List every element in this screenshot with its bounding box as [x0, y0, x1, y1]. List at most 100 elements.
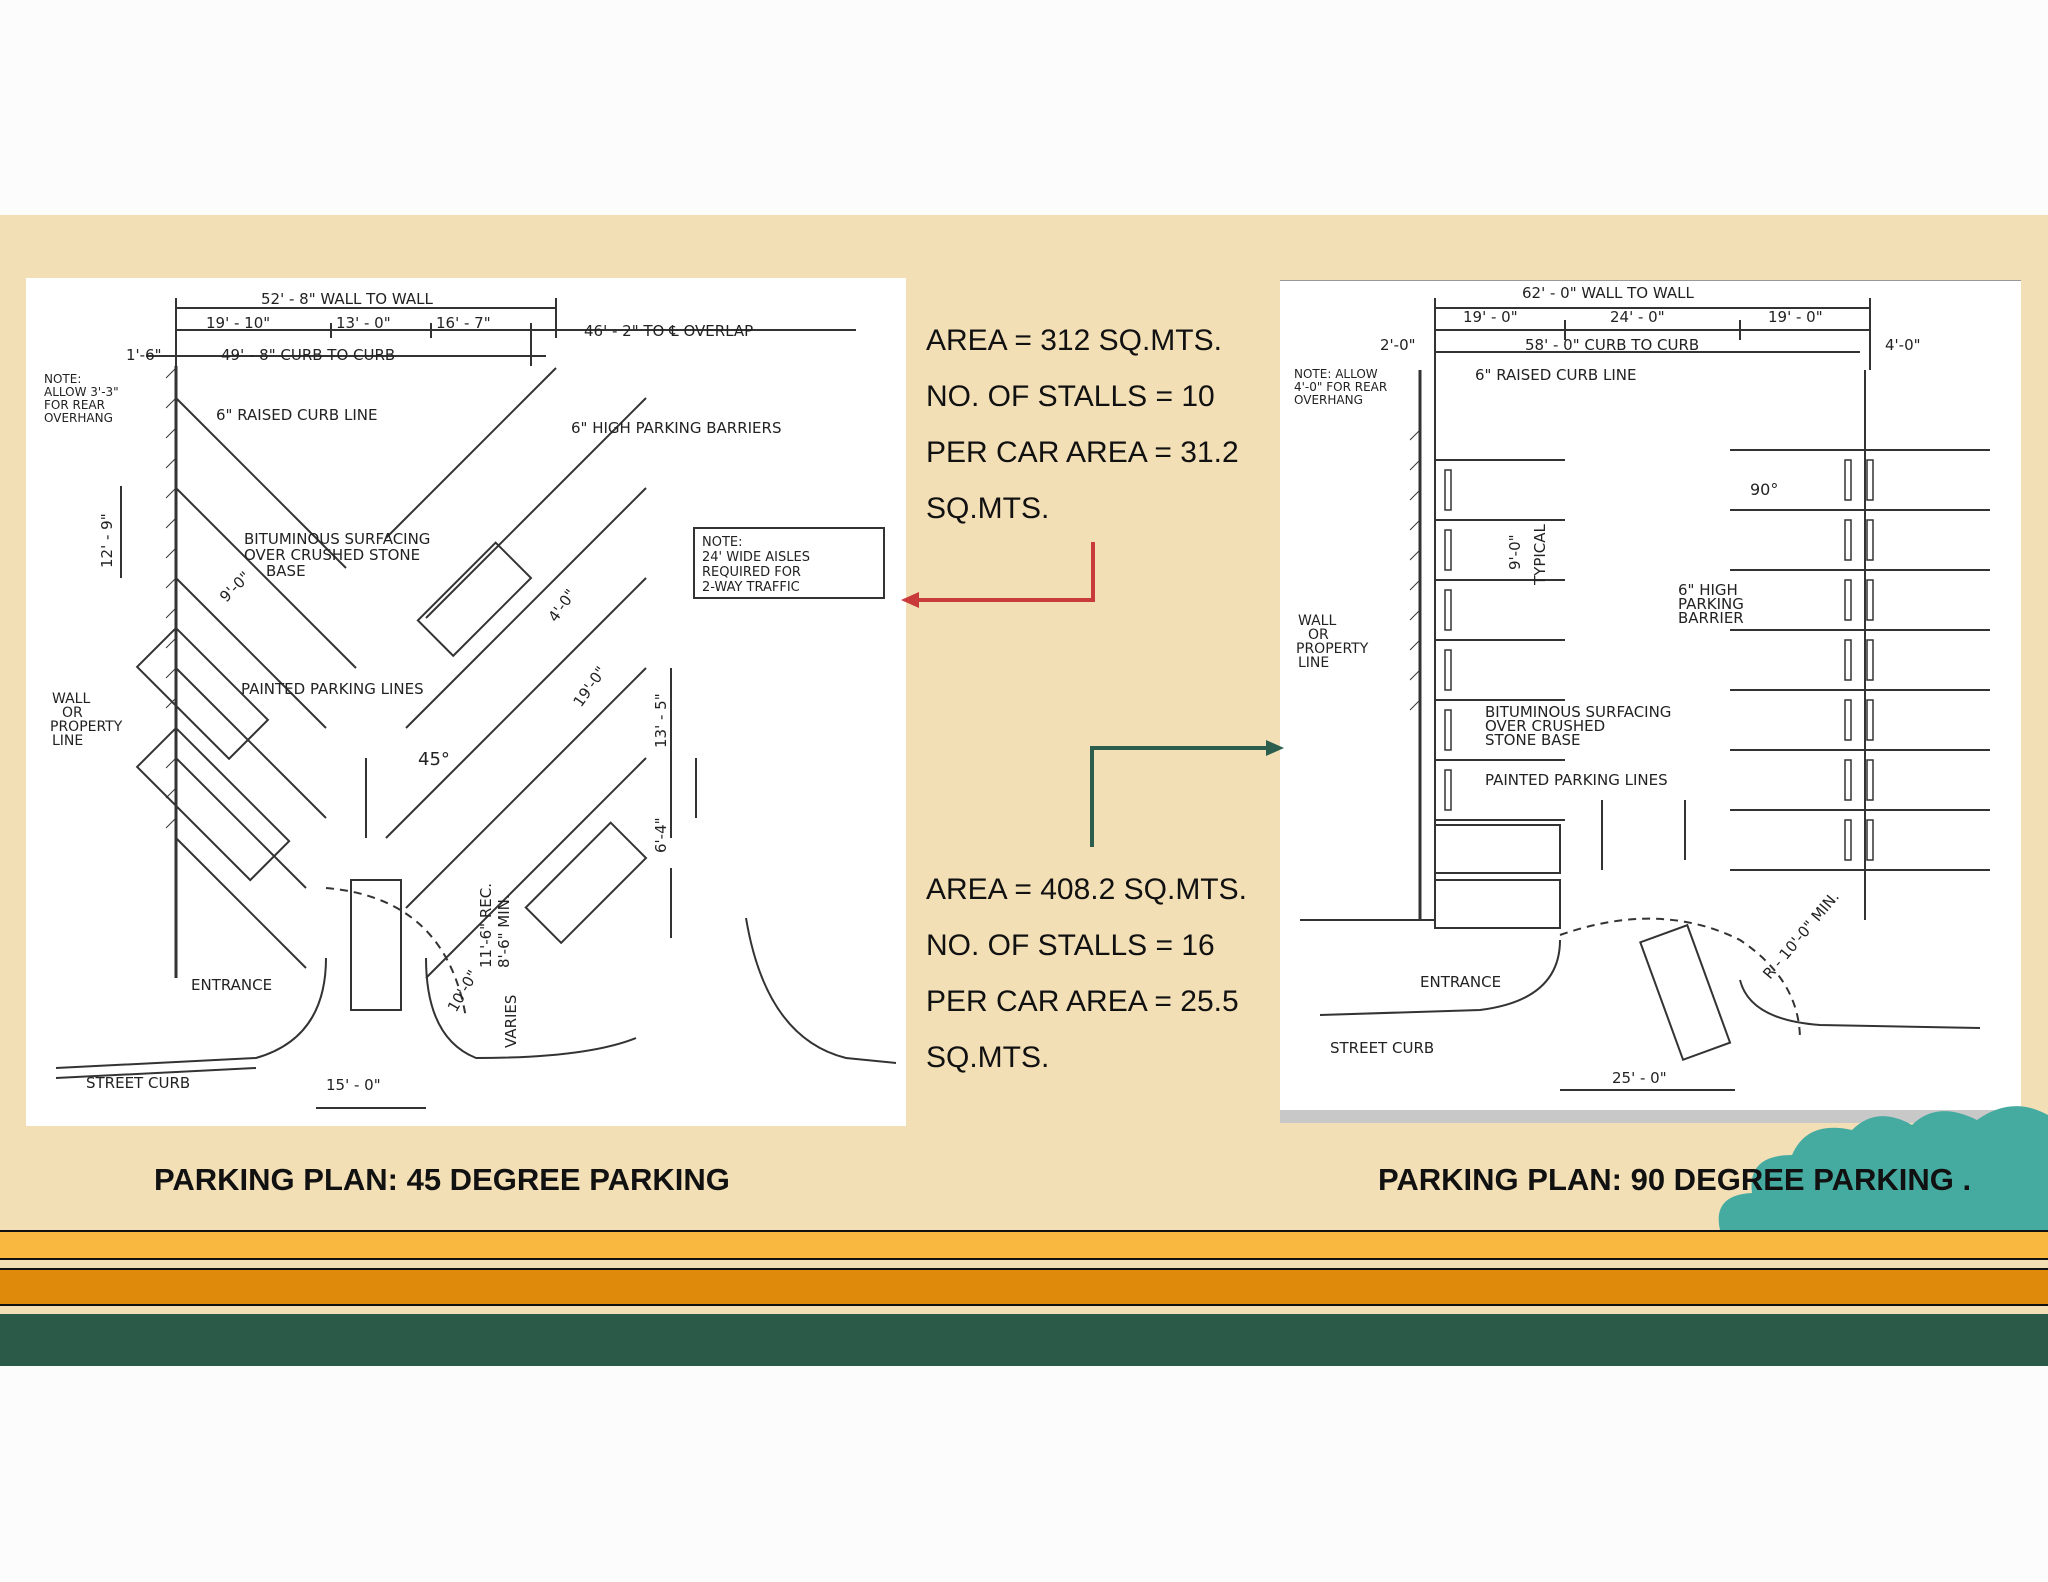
stat-stalls: NO. OF STALLS = 10: [926, 380, 1215, 413]
wall-property-line: PROPERTY: [50, 719, 123, 735]
wall-property-line: LINE: [1298, 655, 1329, 671]
right-stall-lines: [1730, 449, 1990, 871]
label-dim2: 13' - 0": [336, 314, 391, 332]
label-surfacing: BITUMINOUS SURFACING: [244, 530, 430, 548]
label-12-9: 12' - 9": [98, 513, 116, 568]
label-typical: TYPICAL: [1531, 523, 1549, 586]
stripe-orange: [0, 1270, 2048, 1304]
right-stall-lines: [385, 367, 647, 979]
label-radius: 10'-0": [444, 967, 482, 1015]
note-box-line: 24' WIDE AISLES: [702, 550, 810, 565]
stripe-yellow: [0, 1232, 2048, 1258]
stat-unit: SQ.MTS.: [926, 492, 1050, 525]
wheel-stops: [1444, 459, 1874, 861]
label-13-5: 13' - 5": [652, 693, 670, 748]
label-radius: R - 10'-0" MIN.: [1759, 888, 1843, 983]
label-street-curb: STREET CURB: [86, 1074, 190, 1092]
stat-stalls: NO. OF STALLS = 16: [926, 929, 1215, 962]
wall-property-line: OR: [62, 705, 83, 721]
wall-property-line: OR: [1308, 627, 1329, 643]
entrance-curve-right: [1739, 979, 1981, 1029]
label-painted-lines: PAINTED PARKING LINES: [1485, 771, 1668, 789]
label-surfacing: OVER CRUSHED: [1485, 717, 1605, 735]
label-dim2: 24' - 0": [1610, 308, 1665, 326]
label-9-0: 9'-0": [1506, 534, 1524, 570]
label-offset-right: 4'-0": [1885, 336, 1921, 354]
note-box-line: 2-WAY TRAFFIC: [702, 580, 800, 595]
label-barrier: 6" HIGH: [1678, 581, 1738, 599]
left-stall-lines: [1435, 459, 1565, 821]
label-25-0: 25' - 0": [1612, 1069, 1667, 1087]
entrance-curve-right: [425, 957, 637, 1060]
stripe-divider: [0, 1258, 2048, 1260]
center-car: [350, 879, 402, 1011]
label-entrance: ENTRANCE: [1420, 973, 1501, 991]
label-wall-to-wall: 62' - 0" WALL TO WALL: [1522, 284, 1694, 302]
label-barriers: 6" HIGH PARKING BARRIERS: [571, 419, 781, 437]
label-overlap: 46' - 2" TO ℄ OVERLAP: [584, 322, 753, 340]
label-dim3: 16' - 7": [436, 314, 491, 332]
stripe-divider: [0, 1230, 2048, 1232]
wall-property-line: WALL: [1298, 613, 1336, 629]
note-overhang-line: NOTE:: [44, 372, 81, 386]
note-box-line: REQUIRED FOR: [702, 565, 801, 580]
stripe-gap: [0, 1306, 2048, 1314]
note-overhang-line: FOR REAR: [44, 398, 105, 412]
car-outline: [1434, 879, 1561, 929]
car-outline: [1434, 824, 1561, 874]
label-curb-to-curb: 49' - 8" CURB TO CURB: [221, 346, 395, 364]
label-street-curb: STREET CURB: [1330, 1039, 1434, 1057]
label-9-0: 9'-0": [216, 568, 254, 606]
car-outline: [524, 821, 648, 945]
plan90-svg: 62' - 0" WALL TO WALL 19' - 0" 24' - 0" …: [1280, 280, 2021, 1123]
stats-45-degree: AREA = 312 SQ.MTS. NO. OF STALLS = 10 PE…: [926, 313, 1239, 537]
label-varies: VARIES: [502, 995, 520, 1048]
parking-plan-45-drawing: 52' - 8" WALL TO WALL 19' - 10" 13' - 0"…: [26, 278, 906, 1126]
left-stall-lines: [175, 397, 357, 969]
turning-path: [325, 887, 467, 1019]
red-connector-arrow: [901, 542, 1095, 608]
label-dim3: 19' - 0": [1768, 308, 1823, 326]
green-connector-arrow: [1090, 740, 1284, 847]
wall-property-line: LINE: [52, 733, 83, 749]
entrance-curve-left: [1319, 939, 1561, 1016]
caption-45-degree: PARKING PLAN: 45 DEGREE PARKING: [154, 1162, 730, 1197]
curve-far-right: [745, 917, 897, 1064]
label-surfacing: BITUMINOUS SURFACING: [1485, 703, 1671, 721]
caption-90-degree: PARKING PLAN: 90 DEGREE PARKING .: [1378, 1162, 1972, 1197]
cloud-decoration: [1718, 1106, 2048, 1235]
wall-hatch: [1409, 429, 1421, 711]
note-overhang-line: ALLOW 3'-3": [44, 385, 119, 399]
note-box-line: NOTE:: [702, 535, 743, 550]
car-outline: [135, 726, 291, 882]
stat-unit: SQ.MTS.: [926, 1041, 1050, 1074]
label-dim1: 19' - 0": [1463, 308, 1518, 326]
label-entrance: ENTRANCE: [191, 976, 272, 994]
stripe-green: [0, 1314, 2048, 1366]
plan45-svg: 52' - 8" WALL TO WALL 19' - 10" 13' - 0"…: [44, 290, 897, 1109]
label-19-0: 19'-0": [570, 663, 611, 710]
stat-per-car: PER CAR AREA = 31.2: [926, 436, 1239, 469]
label-raised-curb: 6" RAISED CURB LINE: [216, 406, 377, 424]
street-curb-line: [55, 1067, 257, 1079]
label-rec: 11'-6" REC.: [477, 883, 495, 968]
note-box: [693, 527, 885, 599]
parking-plan-90-drawing: 62' - 0" WALL TO WALL 19' - 0" 24' - 0" …: [1280, 280, 2021, 1123]
wall-property-line: WALL: [52, 691, 90, 707]
stripe-divider: [0, 1304, 2048, 1306]
label-dim1: 19' - 10": [206, 314, 270, 332]
stat-per-car: PER CAR AREA = 25.5: [926, 985, 1239, 1018]
label-curb-to-curb: 58' - 0" CURB TO CURB: [1525, 336, 1699, 354]
stat-area: AREA = 312 SQ.MTS.: [926, 324, 1222, 357]
car-outline: [135, 626, 270, 761]
bottom-strip: [1280, 1110, 2021, 1123]
wall-property-line: PROPERTY: [1296, 641, 1369, 657]
stats-90-degree: AREA = 408.2 SQ.MTS. NO. OF STALLS = 16 …: [926, 862, 1247, 1086]
note-overhang-line: 4'-0" FOR REAR: [1294, 380, 1387, 394]
label-raised-curb: 6" RAISED CURB LINE: [1475, 366, 1636, 384]
label-painted-lines: PAINTED PARKING LINES: [241, 680, 424, 698]
stripe-gap: [0, 1260, 2048, 1268]
entrance-curve-left: [55, 957, 327, 1069]
turning-car: [1639, 923, 1732, 1062]
label-4-0: 4'-0": [545, 586, 580, 625]
